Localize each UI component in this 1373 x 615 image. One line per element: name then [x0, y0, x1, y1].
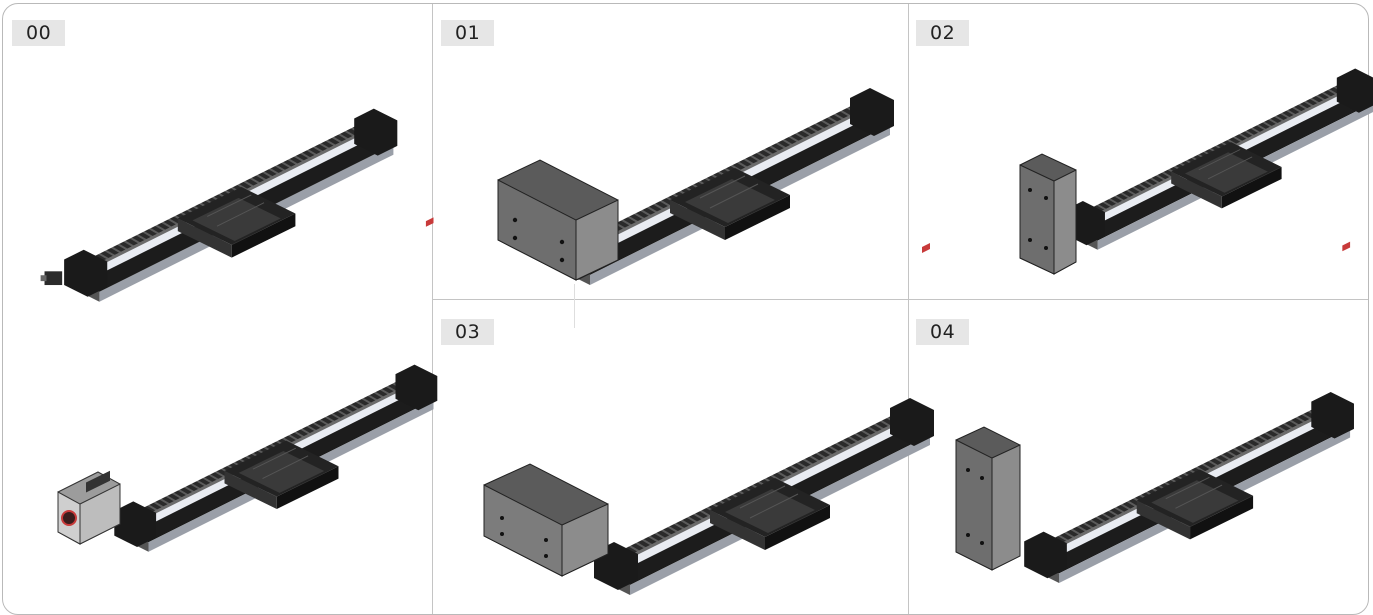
panel-label-03: 03: [441, 319, 495, 345]
motor-side-icon: [483, 463, 609, 577]
stage-00-illustration: [40, 0, 398, 303]
panel-label-04: 04: [916, 319, 970, 345]
panel-label-01: 01: [441, 20, 495, 46]
motor-vertical-icon: [1019, 153, 1077, 275]
figure-frame: 00 01 02 03 04: [2, 3, 1369, 615]
stage-04-illustration: [955, 241, 1355, 584]
divider-stub: [574, 284, 575, 328]
panel-label-00: 00: [12, 20, 66, 46]
divider-vertical-left: [432, 4, 433, 614]
stage-02-illustration: [1019, 0, 1373, 275]
stage-03-illustration: [483, 242, 935, 596]
inline-motor-icon: [57, 470, 121, 545]
divider-horizontal: [432, 299, 1368, 300]
coupling-icon: [40, 271, 63, 286]
panel-label-02: 02: [916, 20, 970, 46]
stage-05-illustration: [57, 216, 438, 553]
motor-box-icon: [497, 159, 619, 281]
motor-tall-icon: [955, 426, 1021, 571]
divider-vertical-right: [908, 4, 909, 614]
stage-01-illustration: [497, 0, 895, 286]
